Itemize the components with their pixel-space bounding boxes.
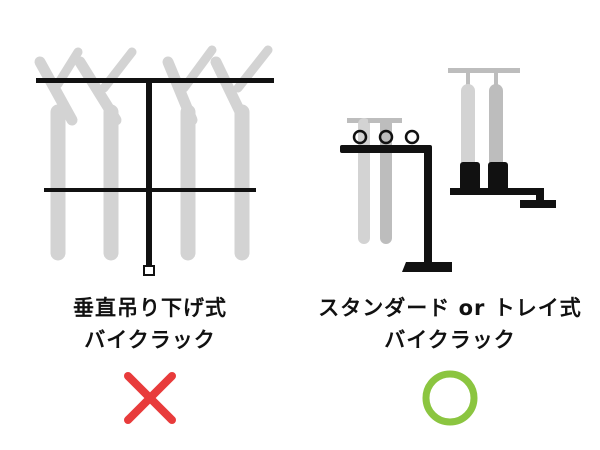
tray-rack-frame	[450, 162, 556, 208]
standard-rack-bike	[347, 118, 420, 244]
cross-icon	[124, 372, 176, 424]
standard-rack-frame	[340, 145, 452, 272]
hanging-rack-label: 垂直吊り下げ式 バイクラック	[0, 292, 300, 356]
circle-icon	[422, 370, 478, 426]
hanging-rack-label-line1: 垂直吊り下げ式	[73, 296, 227, 320]
tray-rack-bike	[448, 68, 520, 182]
bike-rack-illustrations	[34, 45, 556, 276]
standard-rack-label-line2: バイクラック	[384, 328, 516, 352]
hanging-bike	[34, 47, 83, 261]
hanging-bike	[210, 45, 273, 261]
hanging-bike	[74, 47, 137, 261]
standard-rack-illustration	[340, 68, 556, 272]
hanging-rack-label-line2: バイクラック	[84, 328, 216, 352]
standard-rack-label-line1: スタンダード or トレイ式	[318, 296, 582, 320]
hanging-rack-illustration	[34, 45, 274, 276]
standard-rack-label: スタンダード or トレイ式 バイクラック	[300, 292, 600, 356]
hanging-rack-frame	[36, 78, 274, 276]
